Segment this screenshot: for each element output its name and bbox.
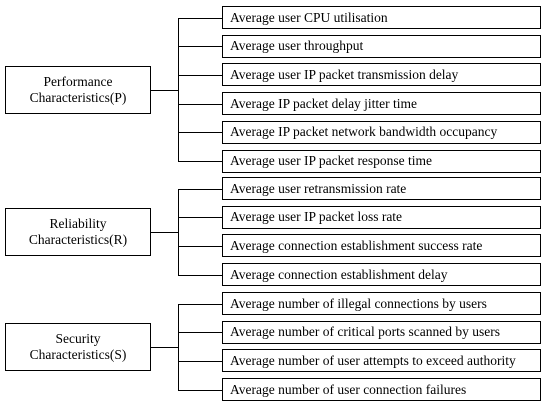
category-connector: [151, 90, 178, 91]
metric-label: Average IP packet network bandwidth occu…: [230, 124, 498, 140]
category-name-line1: Security: [55, 331, 101, 346]
metric-label: Average IP packet delay jitter time: [230, 95, 418, 111]
branch-connector: [178, 217, 222, 218]
metric-box: Average user IP packet loss rate: [222, 205, 541, 229]
metric-label: Average connection establishment delay: [230, 266, 448, 282]
branch-connector: [178, 332, 222, 333]
metric-box: Average user retransmission rate: [222, 177, 541, 200]
metric-label: Average number of critical ports scanned…: [230, 324, 501, 340]
metric-box: Average connection establishment delay: [222, 263, 541, 287]
metric-label: Average user IP packet loss rate: [230, 209, 403, 225]
category-name-line2: Characteristics(R): [28, 232, 128, 247]
metric-box: Average user throughput: [222, 34, 541, 58]
vertical-connector: [178, 189, 179, 276]
metric-box: Average number of critical ports scanned…: [222, 320, 541, 344]
metric-box: Average IP packet delay jitter time: [222, 92, 541, 116]
metric-label: Average user CPU utilisation: [230, 9, 388, 25]
branch-connector: [178, 104, 222, 105]
branch-connector: [178, 390, 222, 391]
metric-box: Average user CPU utilisation: [222, 6, 541, 29]
branch-connector: [178, 75, 222, 76]
category-name-line2: Characteristics(S): [29, 347, 127, 362]
vertical-connector: [178, 304, 179, 391]
category-name-line2: Characteristics(P): [29, 90, 127, 105]
metric-label: Average user IP packet transmission dela…: [230, 66, 459, 82]
category-name-line1: Reliability: [49, 216, 107, 231]
branch-connector: [178, 18, 222, 19]
branch-connector: [178, 304, 222, 305]
category-connector: [151, 232, 178, 233]
metric-label: Average connection establishment success…: [230, 237, 483, 253]
metric-label: Average user retransmission rate: [230, 180, 407, 196]
metric-box: Average number of illegal connections by…: [222, 292, 541, 315]
branch-connector: [178, 275, 222, 276]
metric-label: Average number of user attempts to excee…: [230, 352, 516, 368]
metric-box: Average user IP packet transmission dela…: [222, 63, 541, 87]
category-connector: [151, 347, 178, 348]
branch-connector: [178, 132, 222, 133]
vertical-connector: [178, 18, 179, 162]
branch-connector: [178, 161, 222, 162]
category-name-line1: Performance: [43, 74, 113, 89]
metric-box: Average connection establishment success…: [222, 234, 541, 258]
metric-label: Average number of user connection failur…: [230, 381, 467, 397]
metric-box: Average user IP packet response time: [222, 149, 541, 173]
metric-label: Average user throughput: [230, 38, 364, 54]
metric-box: Average IP packet network bandwidth occu…: [222, 120, 541, 144]
branch-connector: [178, 246, 222, 247]
metric-box: Average number of user attempts to excee…: [222, 349, 541, 373]
metric-label: Average user IP packet response time: [230, 153, 433, 168]
branch-connector: [178, 361, 222, 362]
metric-box: Average number of user connection failur…: [222, 378, 541, 402]
metric-label: Average number of illegal connections by…: [230, 295, 487, 311]
branch-connector: [178, 46, 222, 47]
branch-connector: [178, 189, 222, 190]
